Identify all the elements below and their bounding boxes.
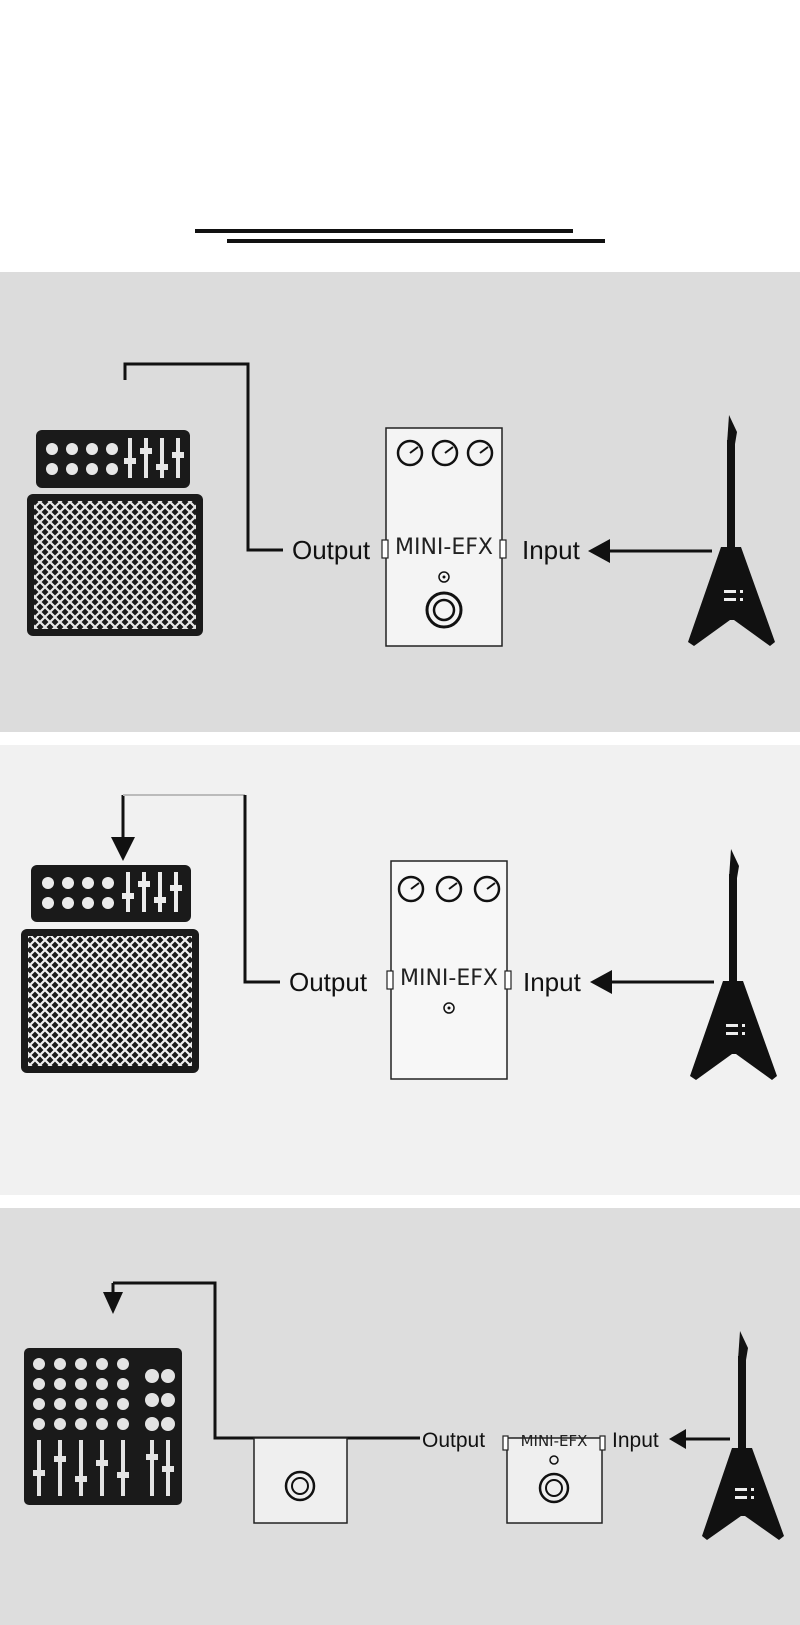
led-icon	[443, 1002, 455, 1014]
amp-head-cabinet-icon	[27, 430, 203, 636]
output-label: Output	[292, 535, 371, 565]
led-icon	[438, 571, 450, 583]
diagram-panel-3: Output MINI-EFX Input	[0, 1208, 800, 1625]
pedal-brand-label: MINI-EFX	[400, 966, 498, 991]
guitar-icon	[690, 849, 777, 1080]
diagram-panel-1: Output MINI-EFX Input	[0, 272, 800, 732]
knob-icon	[473, 875, 501, 903]
input-label: Input	[523, 967, 582, 997]
diagram-2-svg: Output MINI-EFX Input	[21, 794, 777, 1080]
arrow-down-icon	[103, 1292, 123, 1314]
knob-icon	[435, 875, 463, 903]
arrow-left-icon	[588, 539, 610, 563]
effects-pedal: MINI-EFX	[502, 1432, 606, 1524]
knob-icon	[397, 875, 425, 903]
footswitch-pedal	[253, 1437, 348, 1524]
pedal-brand-label: MINI-EFX	[521, 1432, 588, 1450]
guitar-icon	[702, 1331, 784, 1540]
output-label: Output	[289, 967, 368, 997]
header-rule-bottom	[227, 239, 605, 243]
knob-icon	[466, 439, 494, 467]
footswitch-icon	[538, 1472, 570, 1504]
knob-icon	[431, 439, 459, 467]
arrow-left-icon	[590, 970, 612, 994]
guitar-icon	[688, 415, 775, 646]
arrow-left-icon	[669, 1429, 686, 1449]
arrow-down-icon	[111, 837, 135, 861]
header	[0, 0, 800, 272]
amp-head-cabinet-icon	[21, 865, 199, 1073]
footswitch-icon	[425, 591, 463, 629]
diagram-1-svg: Output MINI-EFX Input	[27, 362, 775, 647]
pedal-brand-label: MINI-EFX	[395, 535, 493, 560]
header-rule-top	[195, 229, 573, 233]
footswitch-icon	[284, 1470, 316, 1502]
input-label: Input	[612, 1429, 659, 1452]
diagram-3-svg: Output MINI-EFX Input	[24, 1281, 784, 1540]
input-label: Input	[522, 535, 581, 565]
mixer-icon	[24, 1348, 182, 1505]
knob-icon	[396, 439, 424, 467]
output-label: Output	[422, 1429, 485, 1452]
effects-pedal: MINI-EFX	[386, 860, 512, 1080]
effects-pedal: MINI-EFX	[381, 427, 507, 647]
diagram-panel-2: Output MINI-EFX Input	[0, 745, 800, 1195]
led-icon	[549, 1455, 559, 1465]
